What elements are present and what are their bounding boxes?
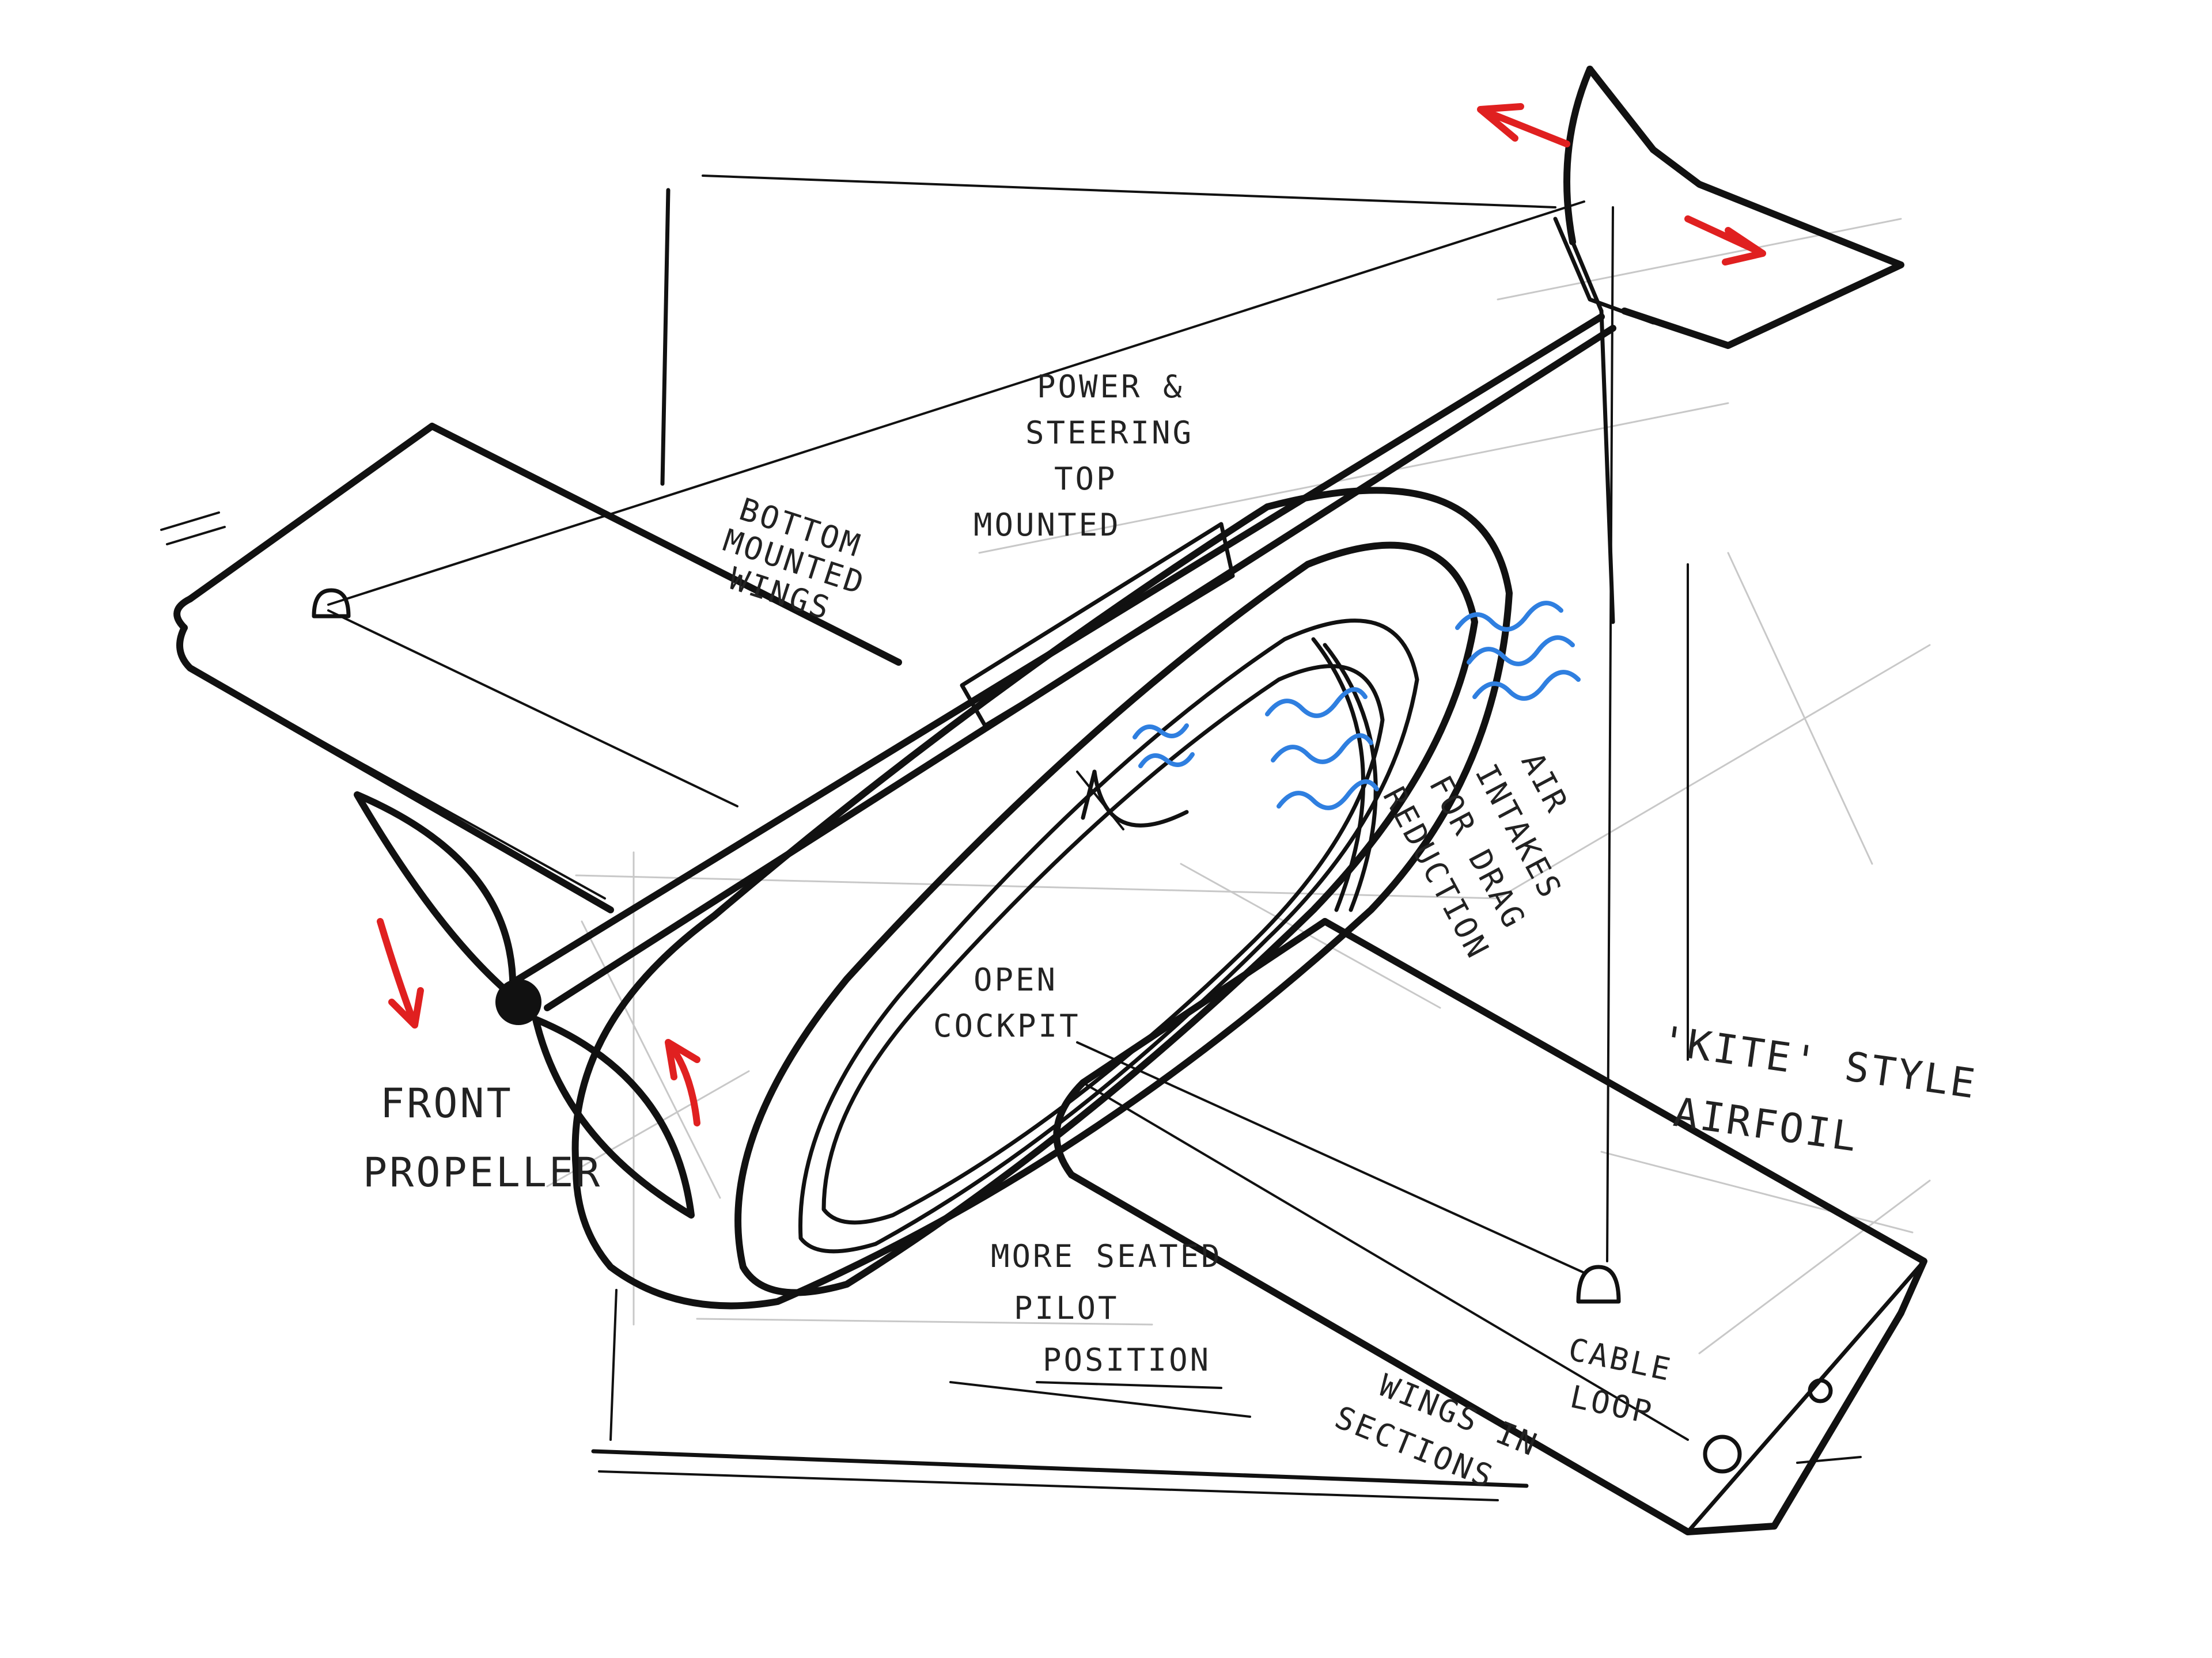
- cable-loop-left: [312, 588, 351, 619]
- wavy-airflow-icon: [1132, 601, 1581, 810]
- label-front-propeller: FRONT PROPELLER: [363, 1080, 602, 1196]
- frame-lines: [160, 174, 1862, 1501]
- arrow-left: [1477, 103, 1570, 147]
- svg-text:MORE SEATED: MORE SEATED: [991, 1238, 1222, 1274]
- left-wing: [173, 423, 902, 913]
- svg-text:POSITION: POSITION: [1043, 1342, 1211, 1378]
- red-arrow-icon: [377, 103, 1766, 1126]
- tail-fin: [1553, 66, 1904, 624]
- label-cable-loop: CABLE LOOP: [1565, 1331, 1676, 1432]
- cable-loop-right: [1576, 1265, 1621, 1304]
- svg-text:FRONT: FRONT: [380, 1080, 513, 1127]
- construction-guides: [546, 218, 1931, 1355]
- top-boom: [515, 313, 1616, 1011]
- label-bottom-wings: BOTTOM MOUNTED WINGS: [719, 491, 870, 627]
- label-open-cockpit: OPEN COCKPIT: [933, 962, 1081, 1044]
- label-air-intakes: AIR INTAKES FOR DRAG REDUCTION: [1376, 747, 1575, 965]
- label-power-steering: POWER & STEERING TOP MOUNTED: [974, 369, 1194, 543]
- svg-text:POWER &: POWER &: [1037, 369, 1184, 405]
- svg-text:COCKPIT: COCKPIT: [933, 1008, 1081, 1044]
- svg-text:AIRFOIL: AIRFOIL: [1671, 1088, 1862, 1161]
- svg-text:LOOP: LOOP: [1567, 1379, 1657, 1432]
- label-seated-pilot: MORE SEATED PILOT POSITION: [991, 1238, 1222, 1378]
- svg-text:STEERING: STEERING: [1025, 415, 1194, 451]
- position-underline: [1036, 1381, 1222, 1389]
- arrow-up: [665, 1039, 700, 1126]
- svg-text:PILOT: PILOT: [1014, 1290, 1119, 1326]
- arrow-down: [377, 918, 424, 1029]
- propeller: [354, 791, 695, 1219]
- svg-text:PROPELLER: PROPELLER: [363, 1149, 602, 1196]
- svg-text:TOP: TOP: [1054, 461, 1118, 497]
- svg-text:MOUNTED: MOUNTED: [974, 507, 1121, 543]
- label-kite-airfoil: 'KITE' STYLE AIRFOIL: [1658, 1017, 1980, 1162]
- arrow-right: [1684, 215, 1766, 265]
- svg-text:OPEN: OPEN: [974, 962, 1058, 998]
